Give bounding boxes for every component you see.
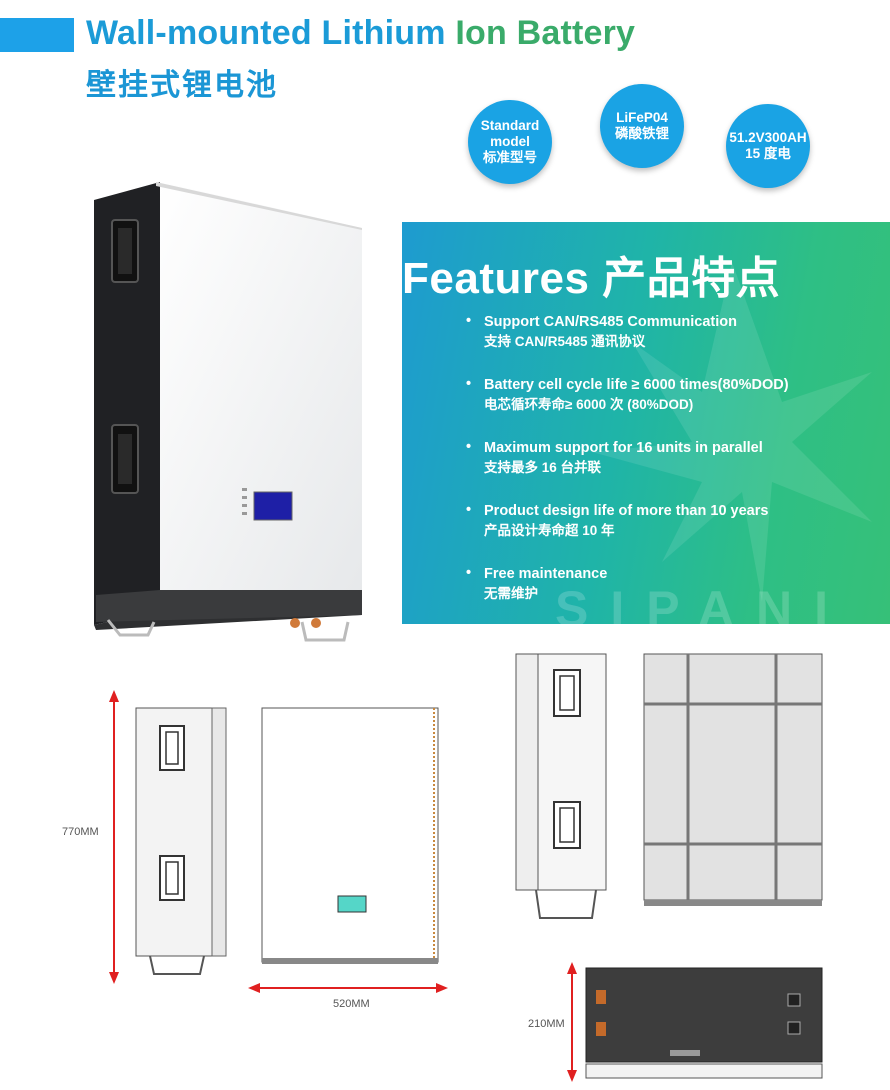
badge-text: 51.2V300AH bbox=[729, 130, 807, 145]
feature-item: • Free maintenance 无需维护 bbox=[466, 564, 876, 606]
panel-watermark-leaf bbox=[592, 262, 872, 602]
depth-dimension-label: 210MM bbox=[528, 1018, 565, 1030]
badge-text: LiFeP04 bbox=[616, 110, 668, 125]
bottom-view-drawing bbox=[567, 962, 823, 1082]
back-view-drawing bbox=[643, 653, 823, 906]
battery-product-image bbox=[94, 182, 362, 642]
feature-text-en: Free maintenance bbox=[484, 566, 608, 582]
feature-item: • Battery cell cycle life ≥ 6000 times(8… bbox=[466, 375, 876, 417]
bullet: • bbox=[466, 376, 472, 392]
page-title-en-part2: Ion Battery bbox=[455, 14, 636, 52]
feature-text-en: Maximum support for 16 units in parallel bbox=[484, 440, 763, 456]
feature-item: • Maximum support for 16 units in parall… bbox=[466, 438, 876, 480]
height-dimension-label: 770MM bbox=[62, 826, 99, 838]
page-title-en-part1: Wall-mounted Lithium bbox=[86, 14, 446, 52]
feature-item: • Support CAN/RS485 Communication 支持 CAN… bbox=[466, 312, 876, 354]
feature-text-cn: 电芯循环寿命≥ 6000 次 (80%DOD) bbox=[484, 397, 694, 412]
bullet: • bbox=[466, 502, 472, 518]
badge-chemistry: LiFeP04 磷酸铁锂 bbox=[600, 84, 684, 168]
width-dimension-label: 520MM bbox=[333, 998, 370, 1010]
feature-text-en: Battery cell cycle life ≥ 6000 times(80%… bbox=[484, 377, 789, 393]
bullet: • bbox=[466, 439, 472, 455]
brand-watermark: SIPANI bbox=[555, 581, 850, 637]
badge-standard-model: Standard model 标准型号 bbox=[468, 100, 552, 184]
badge-text: 磷酸铁锂 bbox=[615, 126, 669, 141]
badge-capacity: 51.2V300AH 15 度电 bbox=[726, 104, 810, 188]
front-view-drawing bbox=[248, 707, 448, 993]
bullet: • bbox=[466, 313, 472, 329]
feature-text-en: Product design life of more than 10 year… bbox=[484, 503, 769, 519]
title-accent-bar bbox=[0, 18, 74, 52]
badge-text: 15 度电 bbox=[745, 146, 791, 161]
page-title-en: Wall-mounted Lithium Ion Battery bbox=[86, 14, 635, 53]
page-title-cn: 壁挂式锂电池 bbox=[86, 69, 278, 102]
bullet: • bbox=[466, 565, 472, 581]
feature-text-cn: 产品设计寿命超 10 年 bbox=[484, 523, 615, 538]
badge-text: Standard bbox=[480, 118, 540, 133]
feature-text-cn: 支持最多 16 台并联 bbox=[484, 460, 602, 475]
features-title: Features 产品特点 bbox=[402, 254, 781, 303]
feature-item: • Product design life of more than 10 ye… bbox=[466, 501, 876, 543]
side-view-drawing bbox=[109, 690, 227, 984]
feature-text-cn: 无需维护 bbox=[484, 586, 538, 601]
feature-text-cn: 支持 CAN/R5485 通讯协议 bbox=[484, 334, 646, 349]
side-view-drawing-2 bbox=[515, 653, 607, 919]
feature-text-en: Support CAN/RS485 Communication bbox=[484, 314, 737, 330]
features-panel bbox=[402, 222, 890, 624]
badge-text: model bbox=[490, 134, 530, 149]
badge-text: 标准型号 bbox=[483, 150, 537, 165]
features-list: • Support CAN/RS485 Communication 支持 CAN… bbox=[466, 312, 876, 627]
